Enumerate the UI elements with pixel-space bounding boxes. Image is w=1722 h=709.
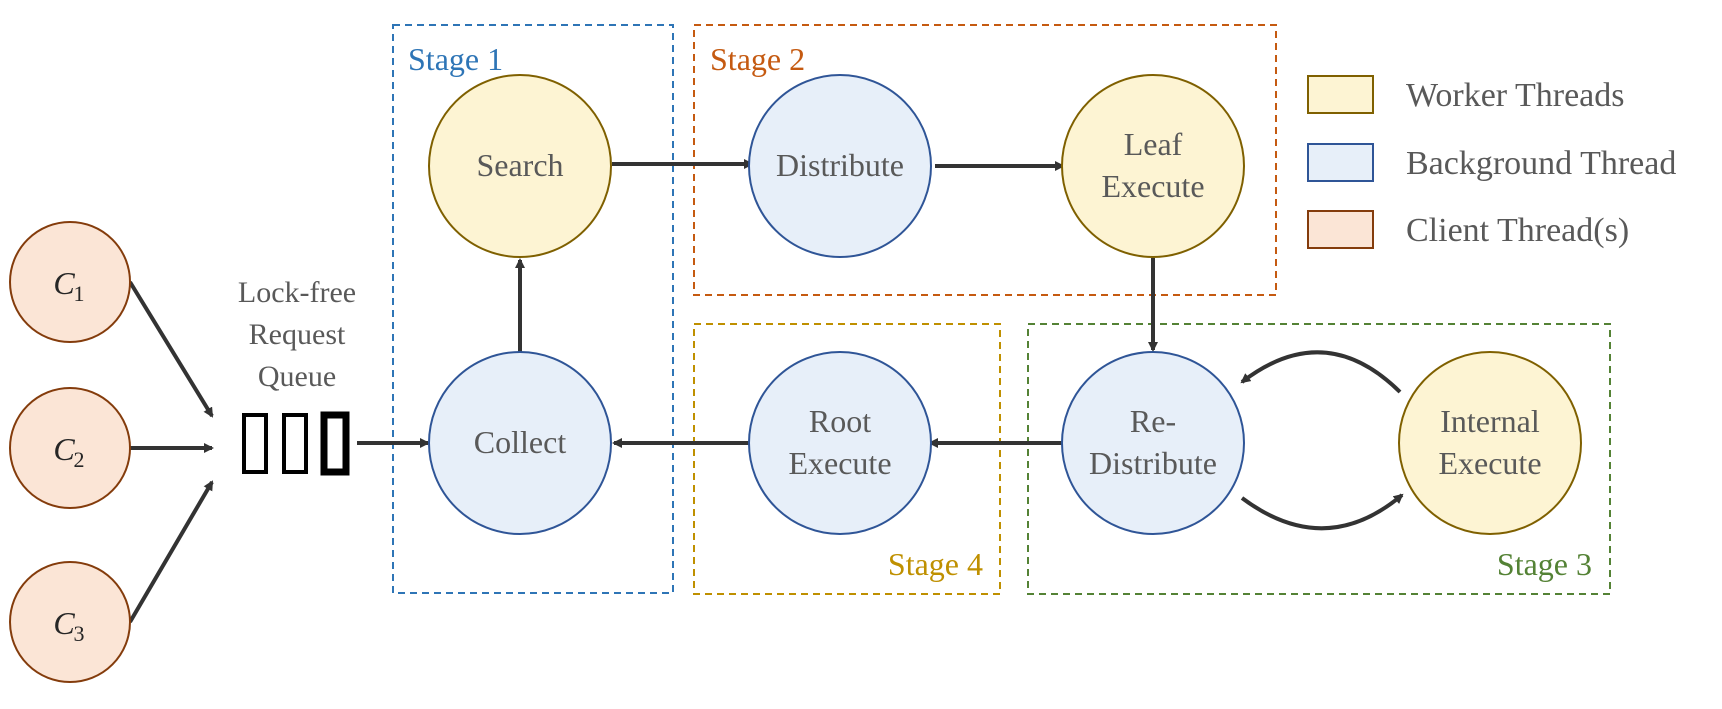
client-node-1-subscript: 1 <box>74 281 85 306</box>
client-node-3-subscript: 3 <box>74 621 85 646</box>
arrow-internal-execute-to-redistribute <box>1240 350 1402 394</box>
search-node: Search <box>428 74 612 258</box>
root-execute-node: Root Execute <box>748 351 932 535</box>
client-node-1-letter: C <box>53 265 75 301</box>
leaf-execute-node-label-line-1: Leaf <box>1124 126 1183 162</box>
distribute-node-label: Distribute <box>776 147 904 183</box>
legend-label-background: Background Thread <box>1406 145 1676 182</box>
internal-execute-node-label-line-1: Internal <box>1440 403 1540 439</box>
arrow-redistribute-to-internal-execute <box>1240 493 1404 531</box>
stage-4-label: Stage 4 <box>888 546 983 582</box>
client-node-2-letter: C <box>53 431 75 467</box>
arrow-client-3-to-queue <box>128 480 214 624</box>
queue-slot-3 <box>320 411 350 476</box>
stage-2-box <box>693 24 1277 296</box>
legend-label-worker: Worker Threads <box>1406 77 1625 114</box>
collect-node: Collect <box>428 351 612 535</box>
stage-3-label: Stage 3 <box>1497 546 1592 582</box>
queue-slot-1 <box>242 413 268 474</box>
internal-execute-node-label-line-2: Execute <box>1438 445 1541 481</box>
leaf-execute-node: Leaf Execute <box>1061 74 1245 258</box>
collect-node-label: Collect <box>474 424 567 460</box>
stage-3-box <box>1027 323 1611 595</box>
stage-2-label: Stage 2 <box>710 41 805 77</box>
legend-swatch-worker <box>1307 75 1374 114</box>
internal-execute-node: Internal Execute <box>1398 351 1582 535</box>
stage-1-label: Stage 1 <box>408 41 503 77</box>
client-node-2-subscript: 2 <box>74 447 85 472</box>
legend-swatch-client <box>1307 210 1374 249</box>
arrow-client-1-to-queue <box>128 280 214 418</box>
distribute-node: Distribute <box>748 74 932 258</box>
root-execute-node-label-line-2: Execute <box>788 445 891 481</box>
queue-slot-2 <box>282 413 308 474</box>
queue-label-line-3: Queue <box>258 360 336 393</box>
legend-label-client: Client Thread(s) <box>1406 212 1629 249</box>
queue-label-line-2: Request <box>249 318 346 351</box>
root-execute-node-label-line-1: Root <box>809 403 871 439</box>
search-node-label: Search <box>476 147 563 183</box>
client-node-2: C 2 <box>9 387 131 509</box>
redistribute-node-label-line-1: Re- <box>1130 403 1176 439</box>
redistribute-node-label-line-2: Distribute <box>1089 445 1217 481</box>
client-node-3-letter: C <box>53 605 75 641</box>
client-node-3: C 3 <box>9 561 131 683</box>
redistribute-node: Re- Distribute <box>1061 351 1245 535</box>
request-queue: Lock-free Request Queue <box>238 276 356 476</box>
queue-label-line-1: Lock-free <box>238 276 356 309</box>
legend-swatch-background <box>1307 143 1374 182</box>
client-node-1: C 1 <box>9 221 131 343</box>
legend: Worker Threads Background Thread Client … <box>1307 75 1676 249</box>
leaf-execute-node-label-line-2: Execute <box>1101 168 1204 204</box>
stage-1-box <box>392 24 674 594</box>
